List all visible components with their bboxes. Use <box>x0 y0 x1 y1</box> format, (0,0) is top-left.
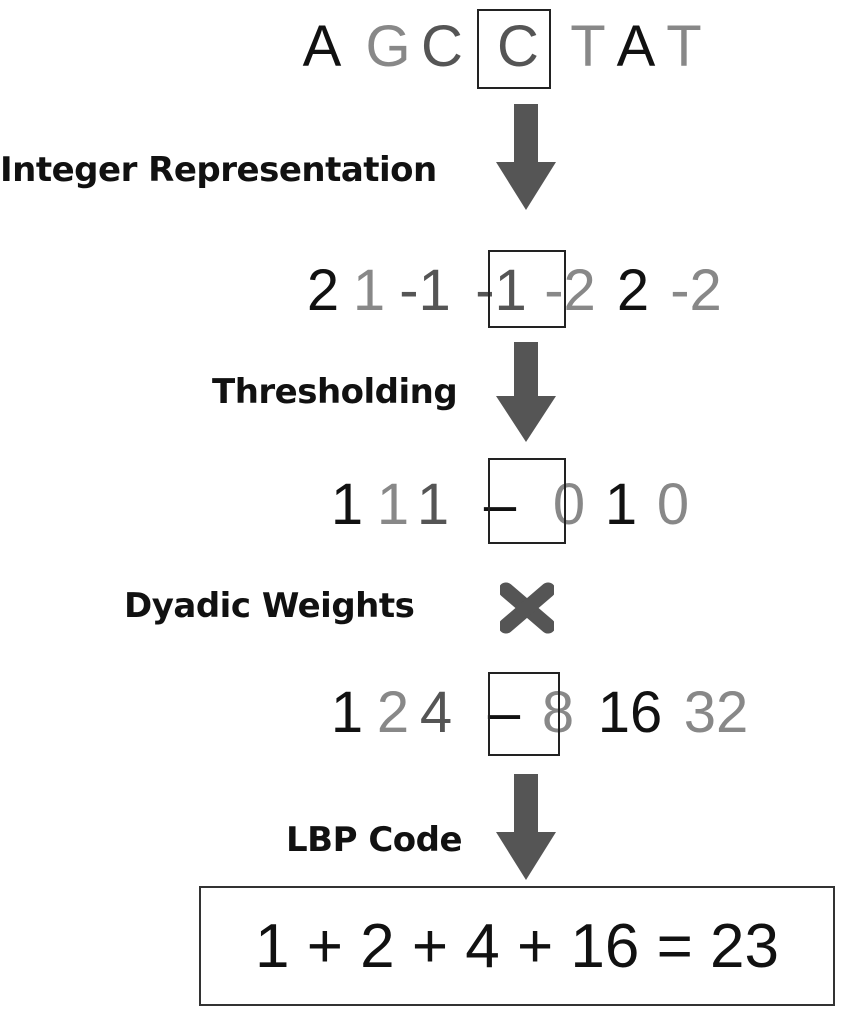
center-box <box>477 9 551 89</box>
sequence-row: A G C C T A T <box>300 18 704 76</box>
sequence-letter: T <box>666 14 702 79</box>
lbp-code-label: LBP Code <box>286 820 463 860</box>
lbp-result-box: 1 + 2 + 4 + 16 = 23 <box>199 886 835 1006</box>
center-box <box>488 250 566 328</box>
weight-value: 16 <box>597 680 663 745</box>
integer-value: -2 <box>670 258 722 323</box>
sequence-letter: A <box>302 14 342 79</box>
dyadic-weights-label: Dyadic Weights <box>124 586 415 626</box>
weight-value: 2 <box>376 680 410 745</box>
sequence-letter: G <box>365 14 411 79</box>
weight-value: 1 <box>330 680 364 745</box>
integer-representation-label: Integer Representation <box>0 150 437 190</box>
weight-value: 4 <box>419 680 453 745</box>
down-arrow-icon <box>496 342 556 442</box>
integer-value: -2 <box>544 258 596 323</box>
center-box <box>488 672 560 756</box>
sequence-letter-center: C <box>497 14 539 79</box>
threshold-value: 0 <box>552 472 586 537</box>
integer-value: -1 <box>399 258 451 323</box>
sequence-letter: T <box>570 14 606 79</box>
integer-value: 2 <box>306 258 340 323</box>
center-box <box>488 458 566 544</box>
weight-value-center: – <box>487 680 521 745</box>
threshold-value: 1 <box>330 472 364 537</box>
threshold-row: 1 1 1 – 0 1 0 <box>330 476 690 534</box>
integer-value-center: -1 <box>475 258 527 323</box>
threshold-value: 1 <box>416 472 450 537</box>
integer-row: 2 1 -1 -1 -2 2 -2 <box>306 262 726 320</box>
integer-value: 1 <box>352 258 386 323</box>
lbp-result: 1 + 2 + 4 + 16 = 23 <box>254 911 779 981</box>
weight-value: 8 <box>541 680 575 745</box>
down-arrow-icon <box>496 774 556 880</box>
integer-value: 2 <box>616 258 650 323</box>
threshold-value: 1 <box>604 472 638 537</box>
threshold-value: 0 <box>656 472 690 537</box>
down-arrow-icon <box>496 104 556 210</box>
threshold-value: 1 <box>376 472 410 537</box>
thresholding-label: Thresholding <box>212 372 458 412</box>
weights-row: 1 2 4 – 8 16 32 <box>330 684 750 742</box>
weight-value: 32 <box>683 680 749 745</box>
sequence-letter: A <box>616 14 656 79</box>
sequence-letter: C <box>421 14 463 79</box>
multiply-icon <box>500 582 554 634</box>
